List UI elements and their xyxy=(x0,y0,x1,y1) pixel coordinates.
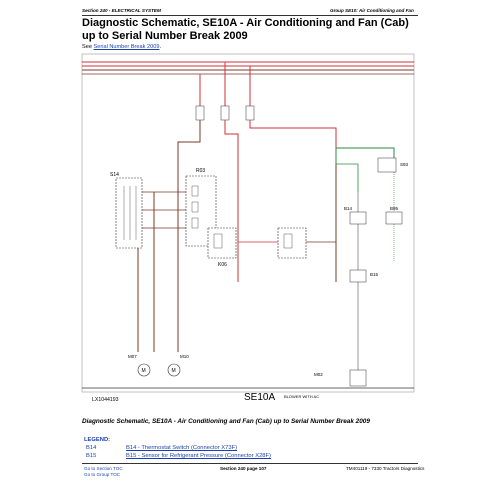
b15-label: B15 xyxy=(370,272,379,277)
diagram-frame xyxy=(81,53,415,393)
s14-label: S14 xyxy=(110,172,119,178)
page-title: Diagnostic Schematic, SE10A - Air Condit… xyxy=(82,17,409,42)
see-suffix: . xyxy=(159,44,161,50)
b14-label: B14 xyxy=(344,206,353,211)
serial-break-link[interactable]: Serial Number Break 2009 xyxy=(93,44,160,50)
legend-text[interactable]: B14 - Thermostat Switch (Connector X73F) xyxy=(126,445,238,451)
see-prefix: See xyxy=(82,44,94,50)
schematic-diagram: S14 R03 K06 S93 B14 B95 B15 xyxy=(81,53,415,402)
legend-title: LEGEND: xyxy=(84,437,111,443)
see-reference: See Serial Number Break 2009. xyxy=(82,44,161,50)
svg-text:M: M xyxy=(142,368,146,374)
power-bus-lines xyxy=(82,61,414,75)
legend-item-b14[interactable]: B14 B14 - Thermostat Switch (Connector X7… xyxy=(86,445,237,451)
header-group: Group SE10: Air Conditioning and Fan xyxy=(330,8,414,13)
footer-divider xyxy=(82,463,418,464)
s93-label: S93 xyxy=(400,162,409,167)
blower-switch-s14: S14 xyxy=(110,172,143,249)
k06-label: K06 xyxy=(218,262,227,268)
blower-motors: M M M07 M10 xyxy=(128,354,189,377)
page-number: Section 240 page 107 xyxy=(220,466,267,471)
svg-text:M: M xyxy=(172,368,176,374)
figure-id: LX1044193 xyxy=(92,397,119,403)
blower-relay-k06: K06 xyxy=(207,227,237,268)
section-toc-link[interactable]: Go to Section TOC xyxy=(84,466,123,471)
figure-caption: Diagnostic Schematic, SE10A - Air Condit… xyxy=(82,418,370,425)
legend-text[interactable]: B15 - Sensor for Refrigerant Pressure (C… xyxy=(126,453,271,459)
m02-label: M02 xyxy=(314,372,323,377)
group-toc-link[interactable]: Go to Group TOC xyxy=(84,472,121,477)
diagram-sublabel: BLOWER WITH AC xyxy=(284,394,319,399)
compressor-circuit: S93 B14 B95 B15 xyxy=(335,147,409,382)
header-divider xyxy=(82,15,418,16)
fuse-block xyxy=(195,62,255,121)
header-section: Section 240 - ELECTRICAL SYSTEM xyxy=(82,8,161,13)
legend-code: B15 xyxy=(86,453,97,459)
r03-label: R03 xyxy=(196,168,205,174)
legend-code: B14 xyxy=(86,445,97,451)
compressor-clutch-m02: M02 xyxy=(314,369,367,387)
diagram-label: SE10A xyxy=(244,392,275,402)
m07-label: M07 xyxy=(128,354,137,359)
ac-relay xyxy=(238,227,336,259)
resistor-r03: R03 xyxy=(142,168,217,247)
b95-label: B95 xyxy=(390,206,399,211)
legend-item-b15[interactable]: B15 B15 - Sensor for Refrigerant Pressure… xyxy=(86,453,271,459)
m10-label: M10 xyxy=(180,354,189,359)
manual-id: TM401119 - 7330 Tractors Diagnostics xyxy=(346,466,425,471)
